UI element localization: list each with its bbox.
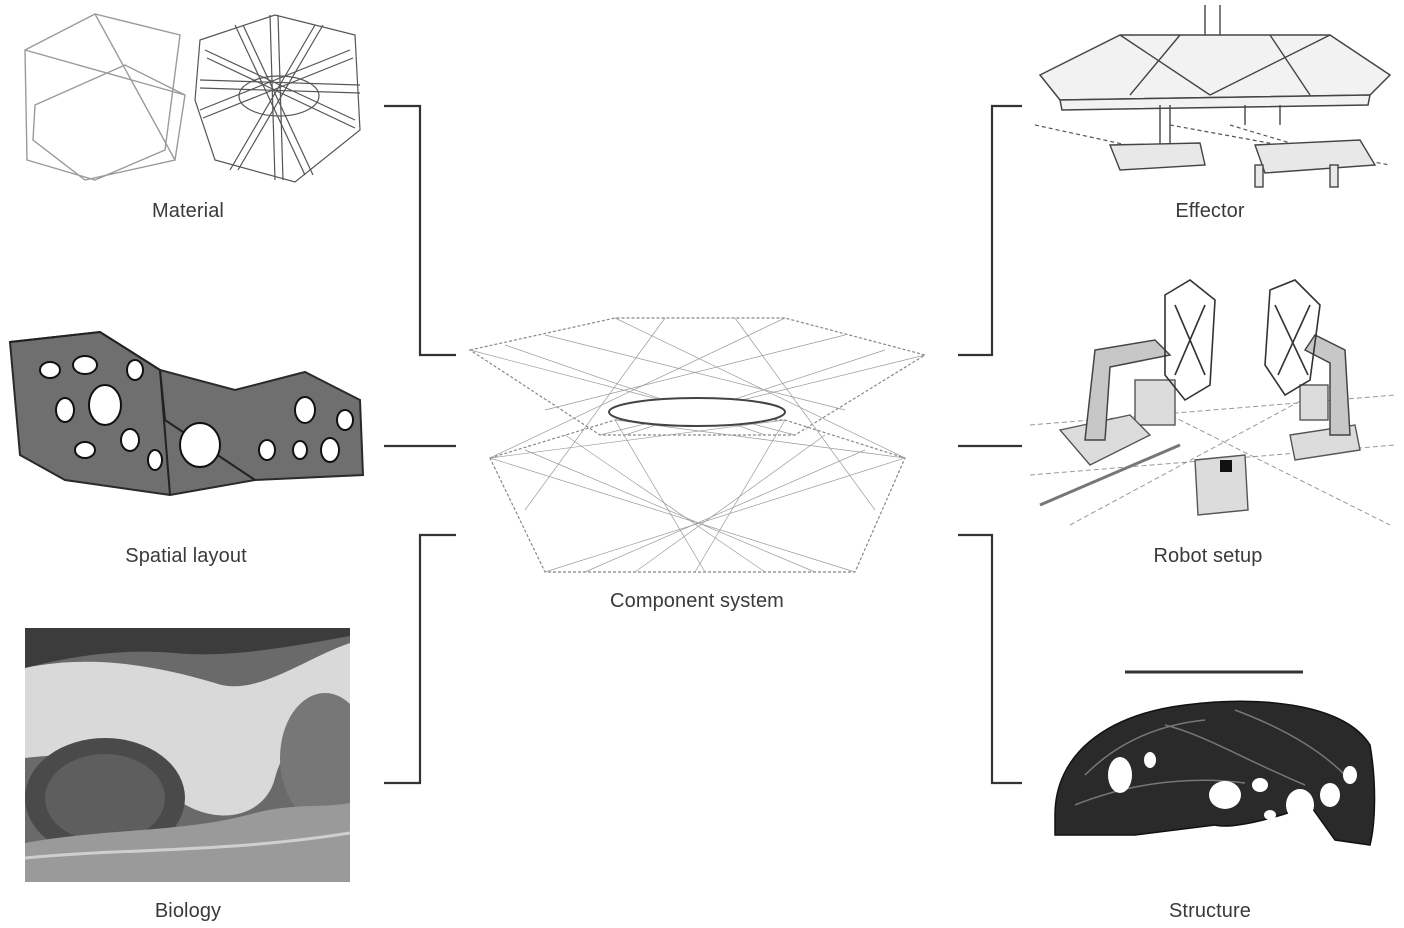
node-label-biology: Biology [154,900,222,922]
node-label-spatial-layout: Spatial layout [125,545,247,567]
node-label-material: Material [152,200,224,222]
structure-render [1054,670,1376,846]
component-system-drawing [468,317,927,573]
material-sketch [24,13,361,183]
center-label: Component system [610,590,784,612]
connector-material [384,104,456,357]
connector-biology [384,533,456,785]
spatial-layout-render [8,330,365,497]
node-label-robot-setup: Robot setup [1153,545,1263,567]
biology-photo [25,628,350,882]
robot-setup-drawing [1030,279,1395,526]
node-label-structure: Structure [1168,900,1252,922]
node-label-effector: Effector [1175,200,1245,222]
effector-drawing [1034,5,1392,188]
connector-structure [958,533,1022,785]
connector-effector [958,104,1022,357]
